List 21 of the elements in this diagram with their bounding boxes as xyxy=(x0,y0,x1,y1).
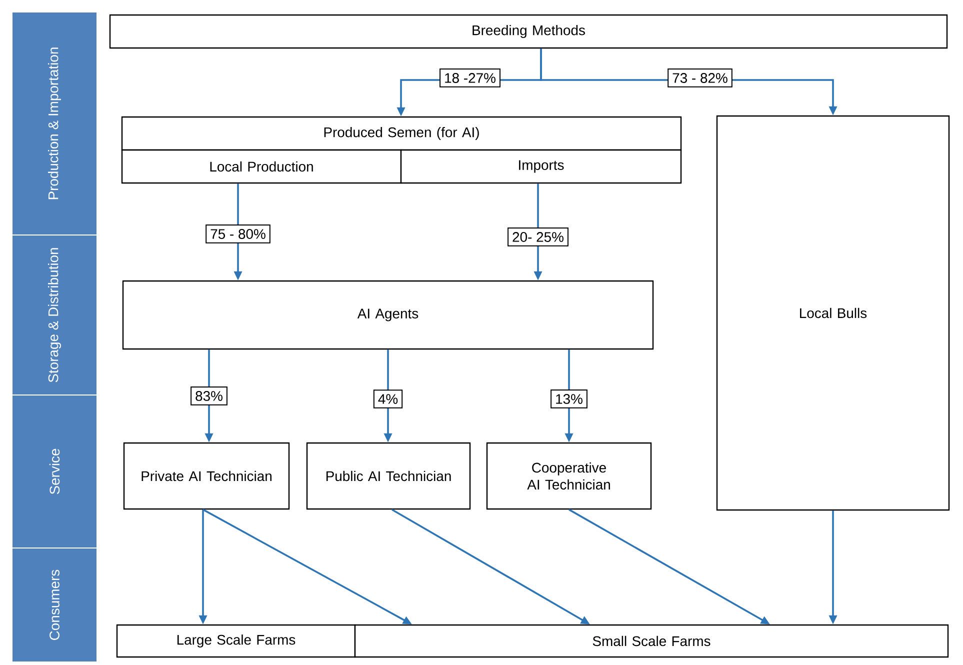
edge-label: 73 - 82% xyxy=(668,68,732,88)
edge-label: 75 - 80% xyxy=(206,224,270,244)
process-box: Cooperative AI Technician xyxy=(486,442,652,510)
stage-band: Storage & Distribution xyxy=(12,234,98,396)
process-box: Large Scale Farms xyxy=(116,624,356,658)
edge-label: 13% xyxy=(550,390,588,408)
process-box: Local Bulls xyxy=(716,115,950,511)
process-box: Private AI Technician xyxy=(123,442,290,510)
process-box: Local Production xyxy=(121,149,402,184)
stage-band: Service xyxy=(12,394,98,548)
stage-band: Consumers xyxy=(12,548,98,662)
process-box: Produced Semen (for AI) xyxy=(121,116,682,151)
process-box: Breeding Methods xyxy=(109,14,948,49)
edge-label: 20- 25% xyxy=(508,228,568,246)
process-box: Imports xyxy=(400,149,682,184)
edge-label: 83% xyxy=(190,386,228,406)
stage-band: Production & Importation xyxy=(12,12,98,236)
edge-label: 18 -27% xyxy=(440,68,500,88)
process-box: AI Agents xyxy=(122,280,654,350)
process-box: Public AI Technician xyxy=(306,442,471,510)
edge-label: 4% xyxy=(373,390,403,408)
